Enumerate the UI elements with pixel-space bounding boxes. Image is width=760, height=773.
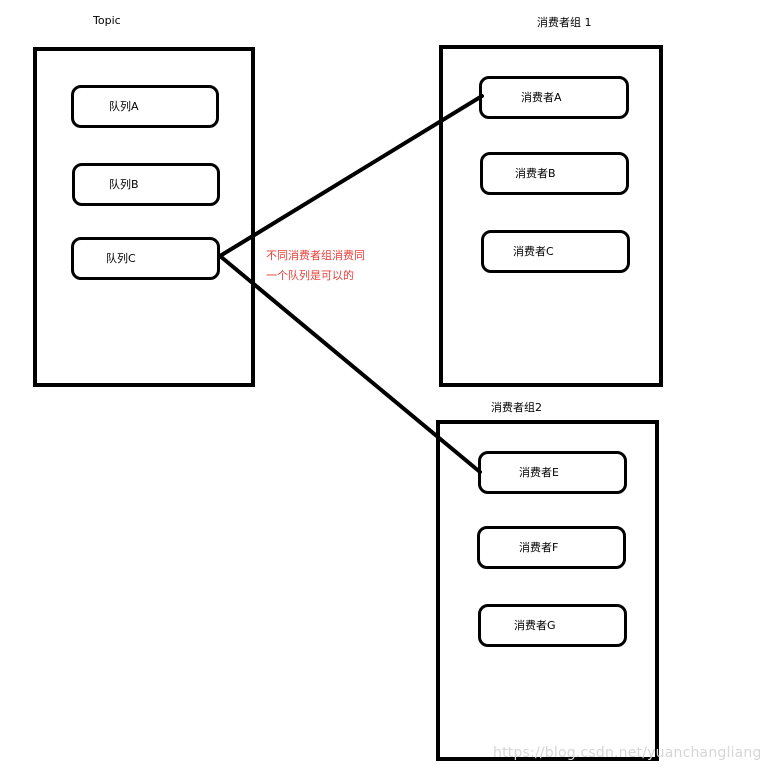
annotation-note: 不同消费者组消费同 一个队列是可以的 [266,246,365,286]
topic-title: Topic [93,14,121,27]
queue-a-label: 队列A [109,100,139,113]
consumer-f-label: 消费者F [519,541,559,554]
annotation-line-1: 不同消费者组消费同 [266,249,365,262]
topic-box [33,47,255,387]
annotation-line-2: 一个队列是可以的 [266,269,354,282]
queue-c-label: 队列C [106,252,136,265]
queue-b-label: 队列B [109,178,139,191]
consumer-f: 消费者F [477,526,626,569]
watermark: https://blog.csdn.net/yuanchangliang [493,745,760,761]
group2-box [436,420,659,761]
consumer-e-label: 消费者E [519,466,559,479]
consumer-b: 消费者B [480,152,629,195]
queue-b: 队列B [72,163,220,206]
consumer-g-label: 消费者G [514,619,556,632]
link-queue-c-to-consumer-a [218,94,484,258]
consumer-c-label: 消费者C [513,245,554,258]
link-queue-c-to-consumer-e [218,254,482,474]
group1-title: 消费者组 1 [537,16,592,29]
consumer-b-label: 消费者B [515,167,556,180]
consumer-a-label: 消费者A [521,91,562,104]
group2-title: 消费者组2 [491,401,542,414]
group1-box [439,45,663,387]
consumer-g: 消费者G [478,604,627,647]
consumer-c: 消费者C [481,230,630,273]
queue-a: 队列A [71,85,219,128]
queue-c: 队列C [71,237,220,280]
consumer-e: 消费者E [478,451,627,494]
